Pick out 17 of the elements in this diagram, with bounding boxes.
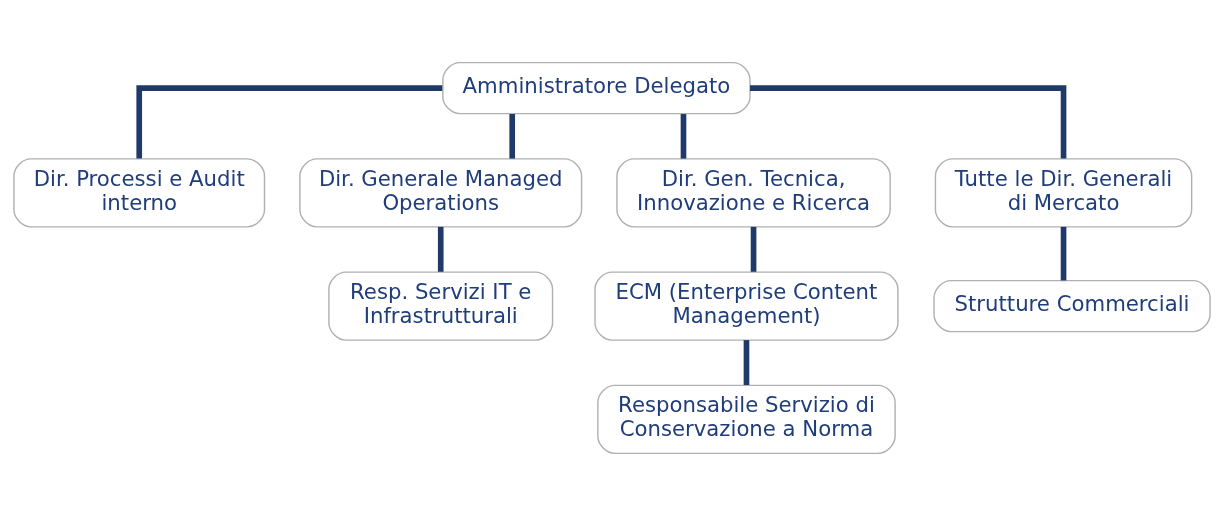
connector	[509, 114, 516, 159]
node-box: Tutte le Dir. Generali di Mercato	[934, 158, 1193, 228]
connector	[750, 85, 1067, 159]
connector	[743, 340, 750, 386]
connector	[1060, 226, 1067, 281]
node-box: ECM (Enterprise Content Management)	[594, 271, 899, 341]
node-box: Dir. Gen. Tecnica, Innovazione e Ricerca	[616, 158, 891, 228]
connector	[136, 85, 443, 159]
node-box: Resp. Servizi IT e Infrastrutturali	[328, 271, 554, 341]
node-box: Strutture Commerciali	[933, 279, 1211, 333]
node-box: Responsabile Servizio di Conservazione a Norma	[597, 384, 896, 455]
node-box: Dir. Processi e Audit interno	[13, 158, 266, 228]
connector	[750, 226, 757, 272]
node-box: Dir. Generale Managed Operations	[299, 158, 583, 228]
connector	[437, 226, 444, 272]
node-box: Amministratore Delegato	[442, 61, 751, 115]
connector	[680, 114, 687, 159]
